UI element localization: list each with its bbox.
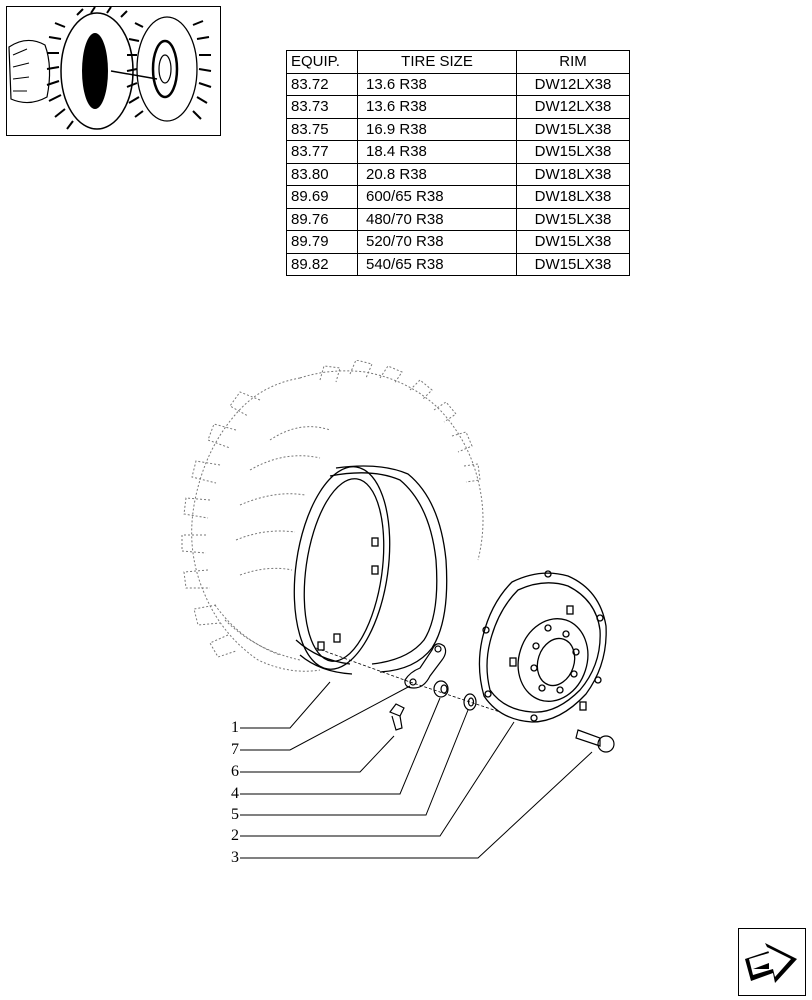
callout-2: 2 — [231, 827, 239, 844]
table-row: 89.69 600/65 R38 DW18LX38 — [286, 185, 630, 209]
rim — [293, 465, 448, 675]
nut-part — [433, 680, 449, 698]
next-page-button[interactable] — [738, 928, 806, 996]
callout-3: 3 — [231, 849, 239, 866]
cell-tire-size: 18.4 R38 — [357, 140, 517, 164]
cell-equip: 89.82 — [286, 252, 358, 276]
callout-1: 1 — [231, 719, 239, 736]
cell-rim: DW18LX38 — [516, 185, 630, 209]
callout-4: 4 — [231, 785, 239, 802]
table-row: 83.72 13.6 R38 DW12LX38 — [286, 72, 630, 96]
cell-tire-size: 540/65 R38 — [357, 252, 517, 276]
cell-equip: 83.80 — [286, 162, 358, 186]
table-row: 83.80 20.8 R38 DW18LX38 — [286, 162, 630, 186]
callout-5: 5 — [231, 806, 239, 823]
callout-6: 6 — [231, 763, 239, 780]
table-row: 83.77 18.4 R38 DW15LX38 — [286, 140, 630, 164]
table-header-row: EQUIP. TIRE SIZE RIM — [286, 50, 630, 74]
tire-outline — [181, 360, 484, 672]
cell-equip: 89.76 — [286, 207, 358, 231]
cell-tire-size: 13.6 R38 — [357, 95, 517, 119]
exploded-wheel-diagram — [181, 360, 615, 859]
header-rim: RIM — [516, 50, 630, 74]
cell-tire-size: 520/70 R38 — [357, 230, 517, 254]
cell-rim: DW12LX38 — [516, 95, 630, 119]
cell-rim: DW15LX38 — [516, 230, 630, 254]
next-page-arrow-icon — [745, 943, 797, 983]
cell-rim: DW12LX38 — [516, 72, 630, 96]
cell-tire-size: 20.8 R38 — [357, 162, 517, 186]
washer-part — [463, 693, 477, 711]
equipment-table: EQUIP. TIRE SIZE RIM 83.72 13.6 R38 DW12… — [286, 50, 630, 276]
cell-equip: 83.72 — [286, 72, 358, 96]
header-equip: EQUIP. — [286, 50, 358, 74]
callout-7: 7 — [231, 741, 239, 758]
wheel-disc — [478, 570, 607, 723]
bolt-part — [389, 703, 405, 731]
clamp-part — [404, 643, 447, 689]
cell-equip: 89.69 — [286, 185, 358, 209]
cell-rim: DW18LX38 — [516, 162, 630, 186]
cell-rim: DW15LX38 — [516, 252, 630, 276]
tractor-wheel-thumbnail — [6, 6, 221, 136]
cell-rim: DW15LX38 — [516, 117, 630, 141]
cell-equip: 83.75 — [286, 117, 358, 141]
table-row: 89.76 480/70 R38 DW15LX38 — [286, 207, 630, 231]
header-tire-size: TIRE SIZE — [357, 50, 517, 74]
cell-rim: DW15LX38 — [516, 207, 630, 231]
cell-rim: DW15LX38 — [516, 140, 630, 164]
cell-equip: 83.73 — [286, 95, 358, 119]
cell-tire-size: 600/65 R38 — [357, 185, 517, 209]
table-row: 83.75 16.9 R38 DW15LX38 — [286, 117, 630, 141]
table-row: 89.82 540/65 R38 DW15LX38 — [286, 252, 630, 276]
cell-tire-size: 480/70 R38 — [357, 207, 517, 231]
cell-equip: 83.77 — [286, 140, 358, 164]
table-row: 83.73 13.6 R38 DW12LX38 — [286, 95, 630, 119]
long-bolt-part — [575, 729, 615, 753]
table-row: 89.79 520/70 R38 DW15LX38 — [286, 230, 630, 254]
cell-tire-size: 13.6 R38 — [357, 72, 517, 96]
leader-lines — [240, 681, 593, 859]
cell-tire-size: 16.9 R38 — [357, 117, 517, 141]
cell-equip: 89.79 — [286, 230, 358, 254]
